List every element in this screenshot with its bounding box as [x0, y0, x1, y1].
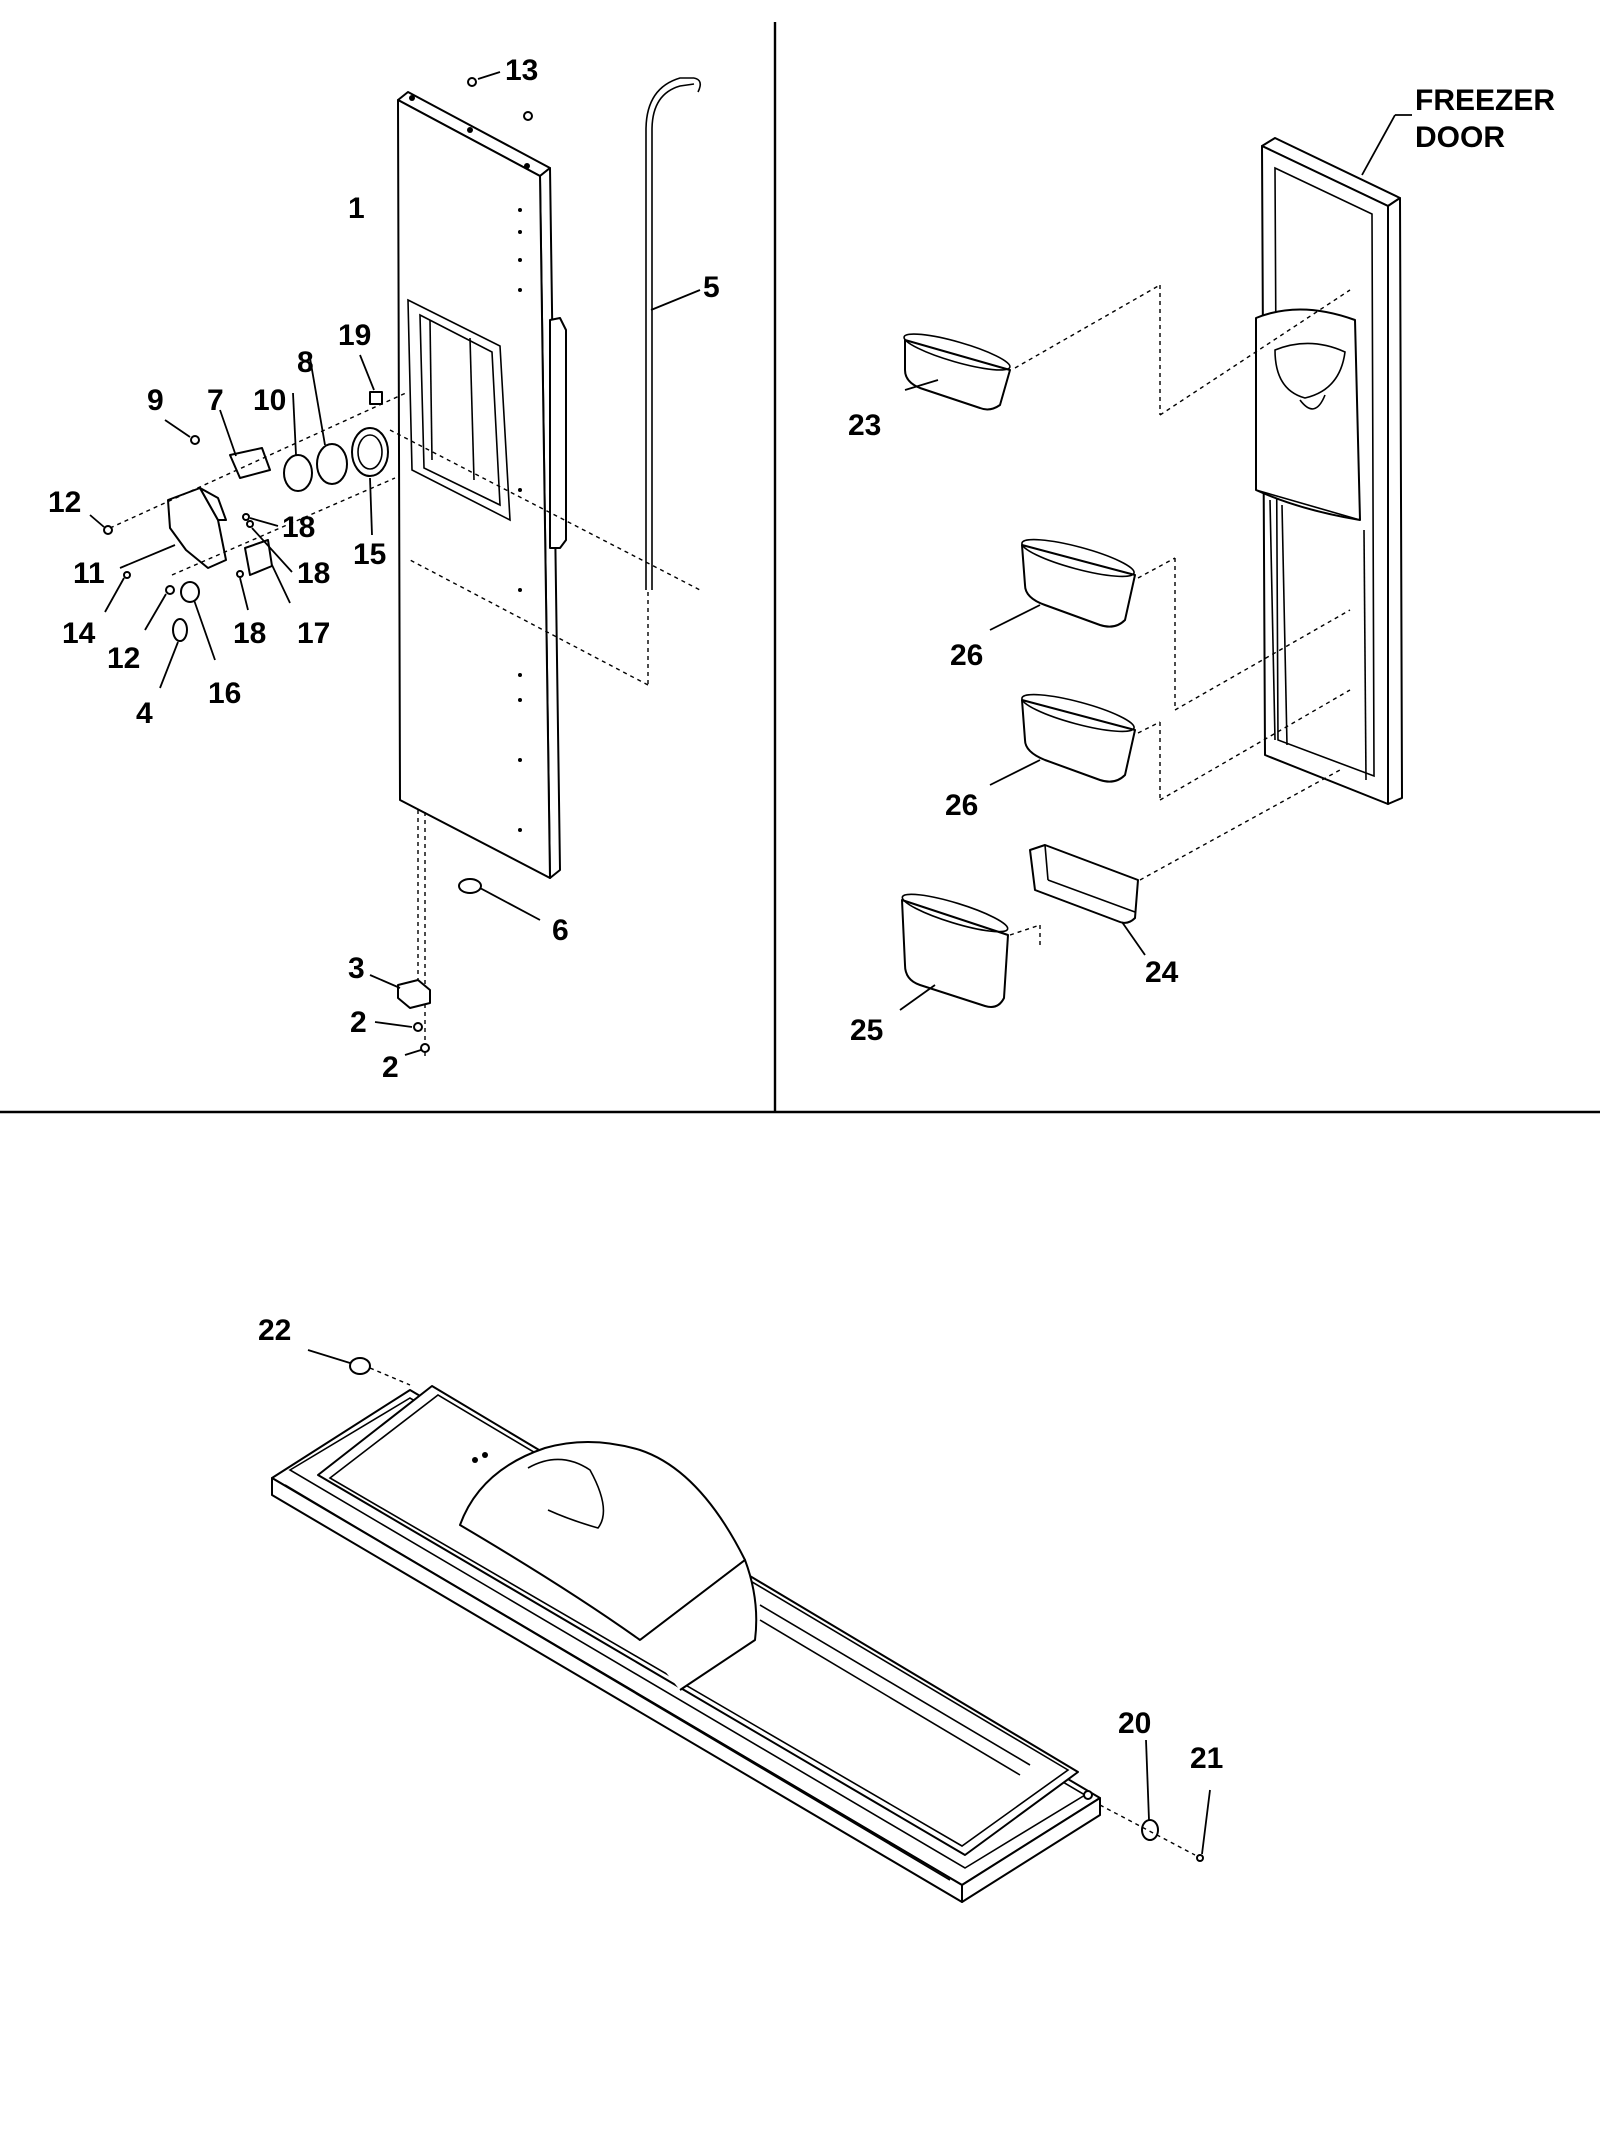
callout-18-lower: 18	[233, 617, 266, 650]
freezer-door-label-line1: FREEZER	[1415, 84, 1555, 117]
dispenser-components	[89, 354, 701, 689]
callout-22: 22	[258, 1314, 291, 1347]
callout-19: 19	[338, 319, 371, 352]
hinge-bushing-22	[307, 1349, 411, 1386]
callout-11: 11	[73, 557, 105, 590]
freezer-door	[1255, 137, 1403, 805]
callout-18-middle: 18	[297, 557, 330, 590]
callout-16: 16	[208, 677, 241, 710]
callout-12-upper: 12	[48, 486, 81, 519]
door-liner	[271, 1385, 1101, 1903]
callout-13: 13	[505, 54, 538, 87]
callout-9: 9	[147, 384, 164, 417]
bin-24	[1029, 769, 1341, 956]
callout-8: 8	[297, 346, 314, 379]
callout-24: 24	[1145, 956, 1179, 989]
callout-18-upper: 18	[282, 511, 315, 544]
freezer-door-assembly	[899, 114, 1412, 1011]
callout-15: 15	[353, 538, 386, 571]
callout-14: 14	[62, 617, 96, 650]
callout-5: 5	[703, 271, 720, 304]
callout-2-lower: 2	[382, 1051, 399, 1084]
door-panel	[397, 91, 567, 879]
screw-13	[467, 71, 533, 121]
bin-26-lower	[989, 689, 1351, 801]
tube-5	[409, 77, 702, 686]
callout-1: 1	[348, 192, 365, 225]
callout-20: 20	[1118, 1707, 1151, 1740]
callout-21: 21	[1190, 1742, 1223, 1775]
callout-17: 17	[297, 617, 330, 650]
freezer-door-plan	[271, 1349, 1211, 1903]
callout-labels: 1 13 5 19 8 10 7 9 12 18 18 15 11 14 12 …	[48, 54, 1555, 1775]
callout-10: 10	[253, 384, 286, 417]
callout-4: 4	[136, 697, 153, 730]
bin-26-upper	[989, 538, 1351, 711]
callout-3: 3	[348, 952, 365, 985]
callout-25: 25	[850, 1014, 883, 1047]
callout-26-upper: 26	[950, 639, 983, 672]
freezer-door-label-line2: DOOR	[1415, 121, 1505, 154]
bin-23	[903, 284, 1351, 416]
callout-7: 7	[207, 384, 224, 417]
callout-2-upper: 2	[350, 1006, 367, 1039]
hinge-parts	[369, 810, 541, 1060]
callout-23: 23	[848, 409, 881, 442]
callout-12-lower: 12	[107, 642, 140, 675]
callout-26-lower: 26	[945, 789, 978, 822]
door-assembly-left	[89, 71, 702, 1060]
callout-6: 6	[552, 914, 569, 947]
bin-25	[899, 893, 1041, 1011]
hinge-parts-20-21	[1083, 1739, 1211, 1862]
